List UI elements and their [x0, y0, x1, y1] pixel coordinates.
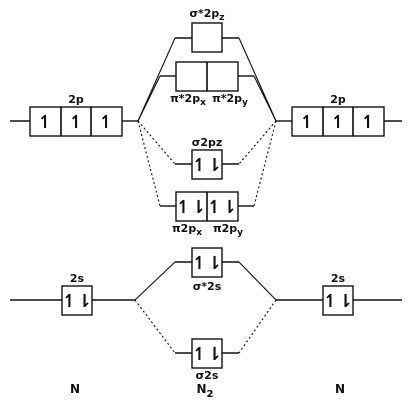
electron-arrow: ↿ [360, 112, 375, 133]
sigma-2s-orbital-box [191, 338, 223, 369]
right-atom-symbol: N [335, 382, 345, 396]
sigma-star-2pz-label: σ*2pz [189, 7, 224, 23]
pi-star-2px-orbital-box [175, 61, 208, 92]
correlation-line [238, 261, 277, 301]
electron-pair: ↿⇂ [323, 291, 353, 312]
sigma-star-2pz-orbital-box [191, 22, 223, 53]
electron-pair: ↿⇂ [176, 197, 206, 218]
left-2s-orbital-box [61, 285, 93, 316]
molecule-symbol: N2 [196, 382, 213, 400]
right-2p-orbital-box [352, 106, 385, 137]
electron-arrow: ↿ [68, 112, 83, 133]
electron-arrow: ↿ [330, 112, 345, 133]
left-2s-label: 2s [70, 272, 85, 285]
electron-arrow: ↿ [299, 112, 314, 133]
right-2p-label: 2p [330, 93, 346, 106]
electron-pair: ↿⇂ [207, 197, 237, 218]
sigma-2pz-label: σ2pz [192, 136, 223, 149]
electron-pair: ↿⇂ [192, 253, 222, 274]
electron-pair: ↿⇂ [192, 155, 222, 176]
left-2p-orbital-box [90, 106, 123, 137]
pi-2py-orbital-box [206, 191, 239, 222]
correlation-line-dotted [238, 120, 277, 165]
electron-pair: ↿⇂ [62, 291, 92, 312]
left-2p-label: 2p [68, 93, 84, 106]
correlation-line-dotted [238, 299, 277, 354]
correlation-line [134, 261, 176, 301]
right-2s-label: 2s [331, 272, 346, 285]
pi-2py-label: π2py [213, 222, 243, 238]
electron-pair: ↿⇂ [192, 344, 222, 365]
sigma-star-2s-orbital-box [191, 247, 223, 278]
electron-arrow: ↿ [98, 112, 113, 133]
pi-star-2py-orbital-box [206, 61, 239, 92]
left-atom-symbol: N [70, 382, 80, 396]
right-2s-orbital-box [322, 285, 354, 316]
correlation-line-dotted [137, 120, 161, 207]
correlation-line [137, 75, 161, 122]
pi-star-2py-label: π*2py [212, 92, 248, 108]
correlation-line-dotted [253, 120, 277, 207]
sigma-star-2s-label: σ*2s [193, 280, 222, 293]
pi-2px-label: π2px [172, 222, 202, 238]
correlation-line [253, 75, 277, 122]
correlation-line-dotted [134, 299, 176, 354]
sigma-2s-label: σ2s [196, 369, 219, 382]
sigma-2pz-orbital-box [191, 149, 223, 180]
correlation-line-dotted [137, 120, 176, 165]
electron-arrow: ↿ [37, 112, 52, 133]
pi-star-2px-label: π*2px [170, 92, 206, 108]
